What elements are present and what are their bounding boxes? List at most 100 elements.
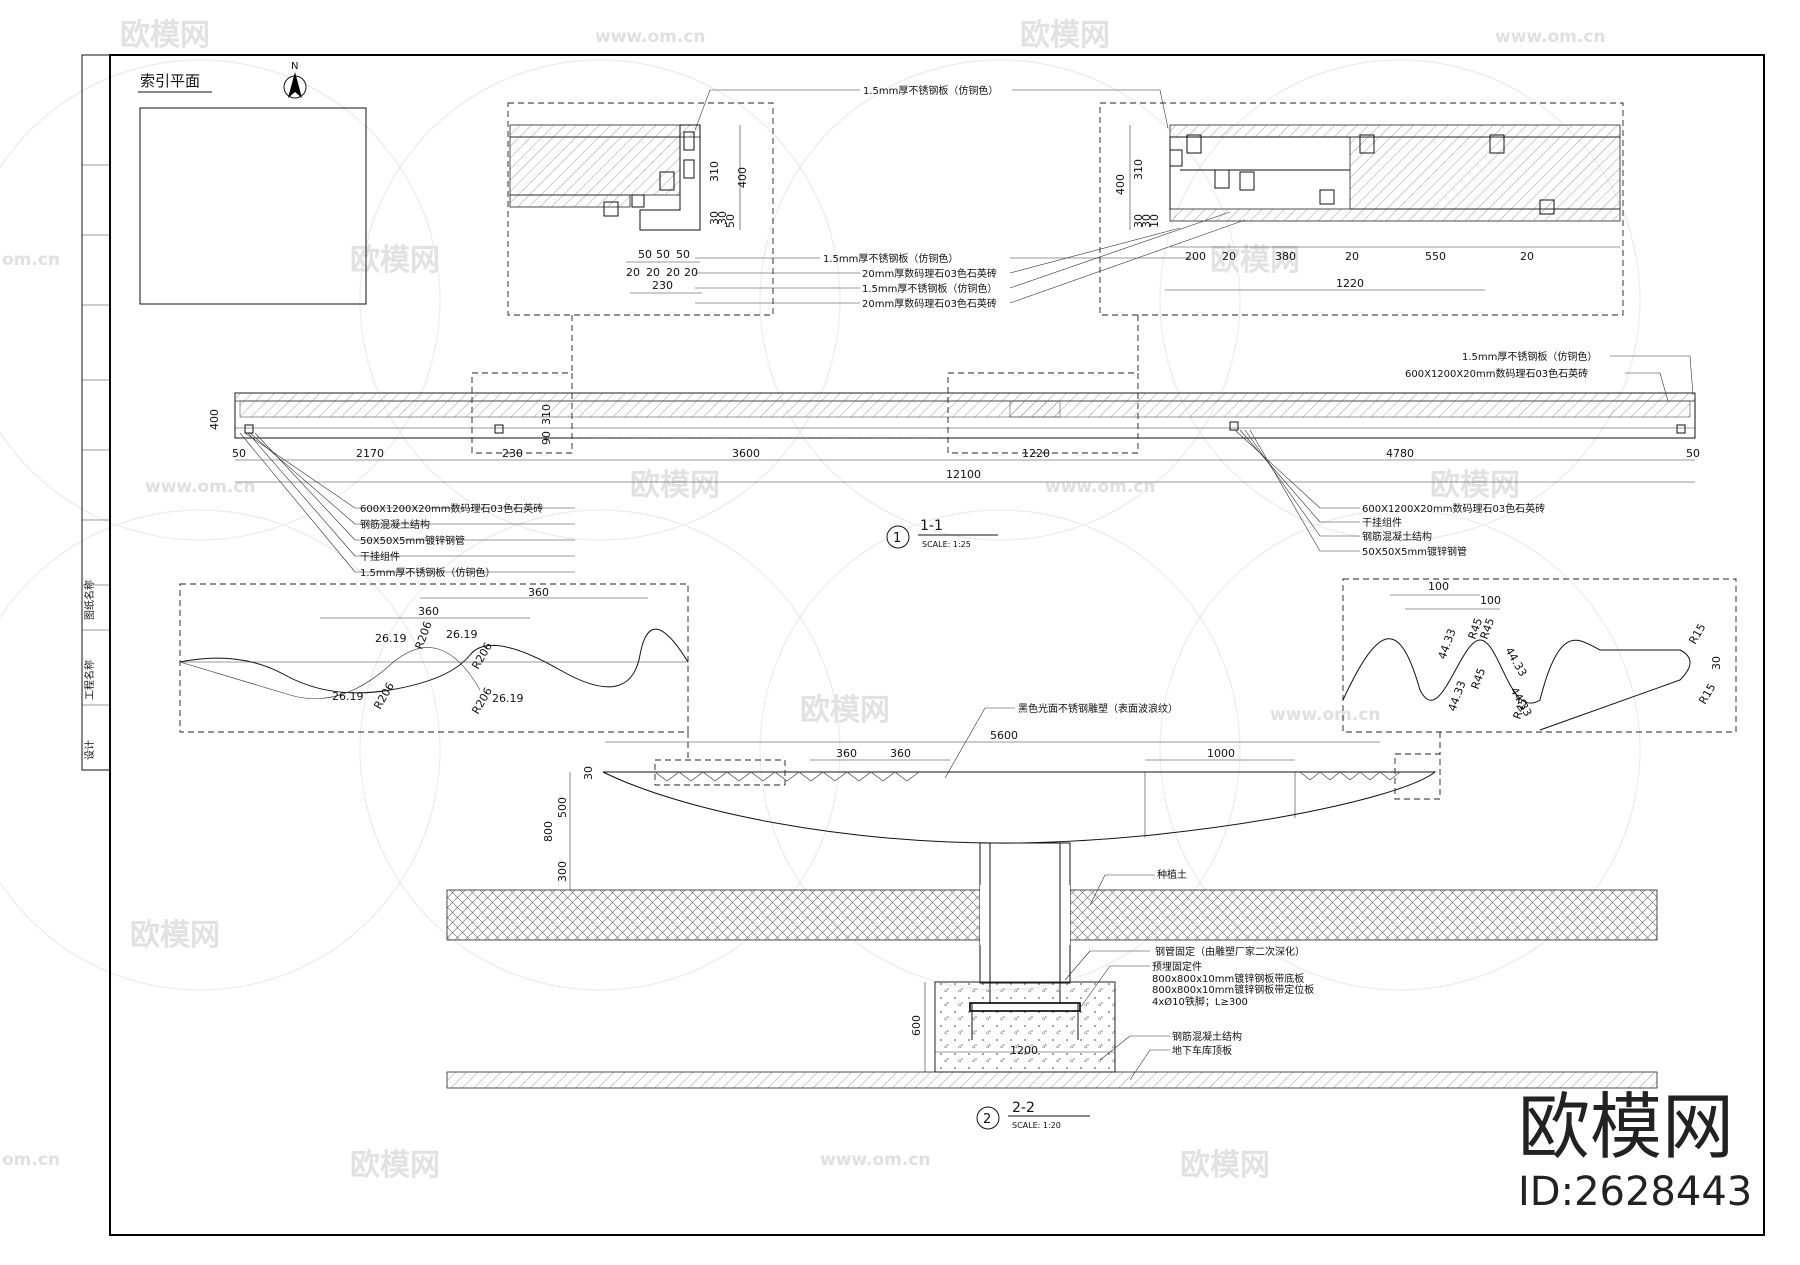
svg-text:20: 20 [1222, 250, 1236, 263]
detail-callout-box [947, 372, 1139, 454]
detail-boundary [1099, 102, 1624, 316]
watermark-url: om.cn [2, 250, 60, 270]
svg-text:30: 30 [1132, 214, 1145, 228]
svg-text:50: 50 [676, 248, 690, 261]
note-label: 预埋固定件 [1152, 960, 1202, 973]
note-label: 800x800x10mm镀锌钢板带底板 [1152, 972, 1304, 985]
svg-text:44.33: 44.33 [1436, 627, 1459, 661]
model-id-text: ID:2628443 [1518, 1169, 1752, 1215]
svg-text:800: 800 [542, 821, 555, 842]
svg-text:26.19: 26.19 [375, 632, 407, 645]
svg-text:R45: R45 [1469, 666, 1489, 691]
index-plan: 索引平面 N [138, 61, 367, 305]
svg-text:N: N [291, 61, 298, 72]
svg-text:30: 30 [1710, 656, 1723, 670]
detail-boundary [179, 583, 689, 733]
svg-text:310: 310 [1132, 159, 1145, 180]
svg-text:44.33: 44.33 [1502, 645, 1529, 679]
watermark-url: www.om.cn [1045, 477, 1156, 497]
svg-text:230: 230 [652, 279, 673, 292]
svg-text:R15: R15 [1696, 681, 1718, 706]
svg-text:400: 400 [1114, 174, 1127, 195]
watermark-url: www.om.cn [145, 477, 256, 497]
north-arrow-icon: N [283, 61, 307, 99]
section-scale: SCALE: 1:25 [922, 540, 971, 549]
svg-text:550: 550 [1425, 250, 1446, 263]
note-label: 钢筋混凝土结构 [1362, 530, 1432, 543]
side-strip-label: 设计 [83, 740, 96, 760]
section-number-circle [886, 525, 910, 549]
svg-text:20: 20 [684, 266, 698, 279]
svg-text:230: 230 [502, 447, 523, 460]
svg-text:400: 400 [736, 167, 749, 188]
svg-text:400: 400 [208, 409, 221, 430]
svg-text:380: 380 [1275, 250, 1296, 263]
note-label: 600X1200X20mm数码理石03色石英砖 [1362, 502, 1545, 515]
watermark-text: 欧模网 [1210, 243, 1300, 278]
note-label: 600X1200X20mm数码理石03色石英砖 [360, 502, 543, 515]
detail-callout-box [654, 759, 786, 786]
svg-text:360: 360 [836, 747, 857, 760]
note-label: 干挂组件 [360, 550, 400, 563]
svg-text:1: 1 [893, 531, 901, 546]
svg-text:50: 50 [656, 248, 670, 261]
watermark-text: 欧模网 [130, 918, 220, 953]
svg-text:30: 30 [716, 211, 729, 225]
note-label: 黑色光面不锈钢雕塑（表面波浪纹） [1018, 702, 1178, 715]
section-scale: SCALE: 1:20 [1012, 1121, 1061, 1130]
svg-text:30: 30 [708, 211, 721, 225]
svg-text:20: 20 [666, 266, 680, 279]
sculpture-body [602, 771, 1437, 844]
note-label: 4xØ10铁脚；L≥300 [1152, 995, 1248, 1008]
note-label: 600X1200X20mm数码理石03色石英砖 [1405, 367, 1588, 380]
svg-text:20: 20 [626, 266, 640, 279]
svg-text:10: 10 [1148, 214, 1161, 228]
wave-detail-left: 360 360 26.19 26.19 26.19 26.19 R206 R20… [179, 583, 689, 733]
svg-text:R15: R15 [1686, 621, 1708, 646]
svg-text:4780: 4780 [1386, 447, 1414, 460]
svg-text:R206: R206 [371, 680, 397, 711]
svg-text:600: 600 [910, 1015, 923, 1036]
watermark-text: 欧模网 [1430, 468, 1520, 503]
index-plan-label: 索引平面 [140, 72, 200, 90]
svg-text:12100: 12100 [946, 468, 981, 481]
side-strip-label: 图纸名称 [83, 580, 96, 620]
note-label: 20mm厚数码理石03色石英砖 [862, 267, 997, 280]
watermark-text: 欧模网 [350, 1148, 440, 1183]
svg-text:500: 500 [556, 797, 569, 818]
note-label: 1.5mm厚不锈钢板（仿铜色） [862, 282, 997, 295]
side-strip-label: 工程名称 [83, 660, 96, 700]
watermark-text: 欧模网 [630, 468, 720, 503]
top-notes: 1.5mm厚不锈钢板（仿铜色） 1.5mm厚不锈钢板（仿铜色） 20mm厚数码理… [694, 84, 1246, 310]
svg-text:50: 50 [1686, 447, 1700, 460]
svg-text:44.33: 44.33 [1446, 679, 1469, 713]
section-title: 1-1 [920, 518, 943, 534]
note-label: 1.5mm厚不锈钢板（仿铜色） [1462, 350, 1597, 363]
garage-roof-slab [446, 1071, 1658, 1089]
detail-callout-box [471, 372, 573, 454]
section-2-2: 黑色光面不锈钢雕塑（表面波浪纹） 5600 360 360 1000 30 50… [446, 702, 1658, 1130]
note-label: 钢管固定（由雕塑厂家二次深化） [1155, 945, 1305, 958]
svg-text:300: 300 [556, 861, 569, 882]
svg-text:20: 20 [646, 266, 660, 279]
watermark-url: www.om.cn [1270, 705, 1381, 725]
watermark-text: 欧模网 [800, 693, 890, 728]
section-title: 2-2 [1012, 1100, 1035, 1116]
svg-text:R206: R206 [469, 640, 495, 671]
svg-text:360: 360 [528, 586, 549, 599]
note-label: 钢筋混凝土结构 [360, 518, 430, 531]
watermark-url: www.om.cn [595, 27, 706, 47]
note-label: 1.5mm厚不锈钢板（仿铜色） [360, 566, 495, 579]
watermark-text: 欧模网 [120, 18, 210, 53]
svg-text:20: 20 [1520, 250, 1534, 263]
svg-text:1220: 1220 [1336, 277, 1364, 290]
brand-logo-text: 欧模网 [1518, 1085, 1734, 1169]
detail-callout-box [1394, 753, 1441, 800]
svg-text:3600: 3600 [732, 447, 760, 460]
watermark-layer: 欧模网 欧模网 欧模网 欧模网 欧模网 欧模网 欧模网 欧模网 欧模网 欧模网 … [0, 18, 1752, 1215]
svg-text:360: 360 [418, 605, 439, 618]
svg-text:50: 50 [638, 248, 652, 261]
concrete-footing [934, 981, 1116, 1073]
section-number-circle [976, 1106, 1000, 1130]
svg-text:26.19: 26.19 [446, 628, 478, 641]
